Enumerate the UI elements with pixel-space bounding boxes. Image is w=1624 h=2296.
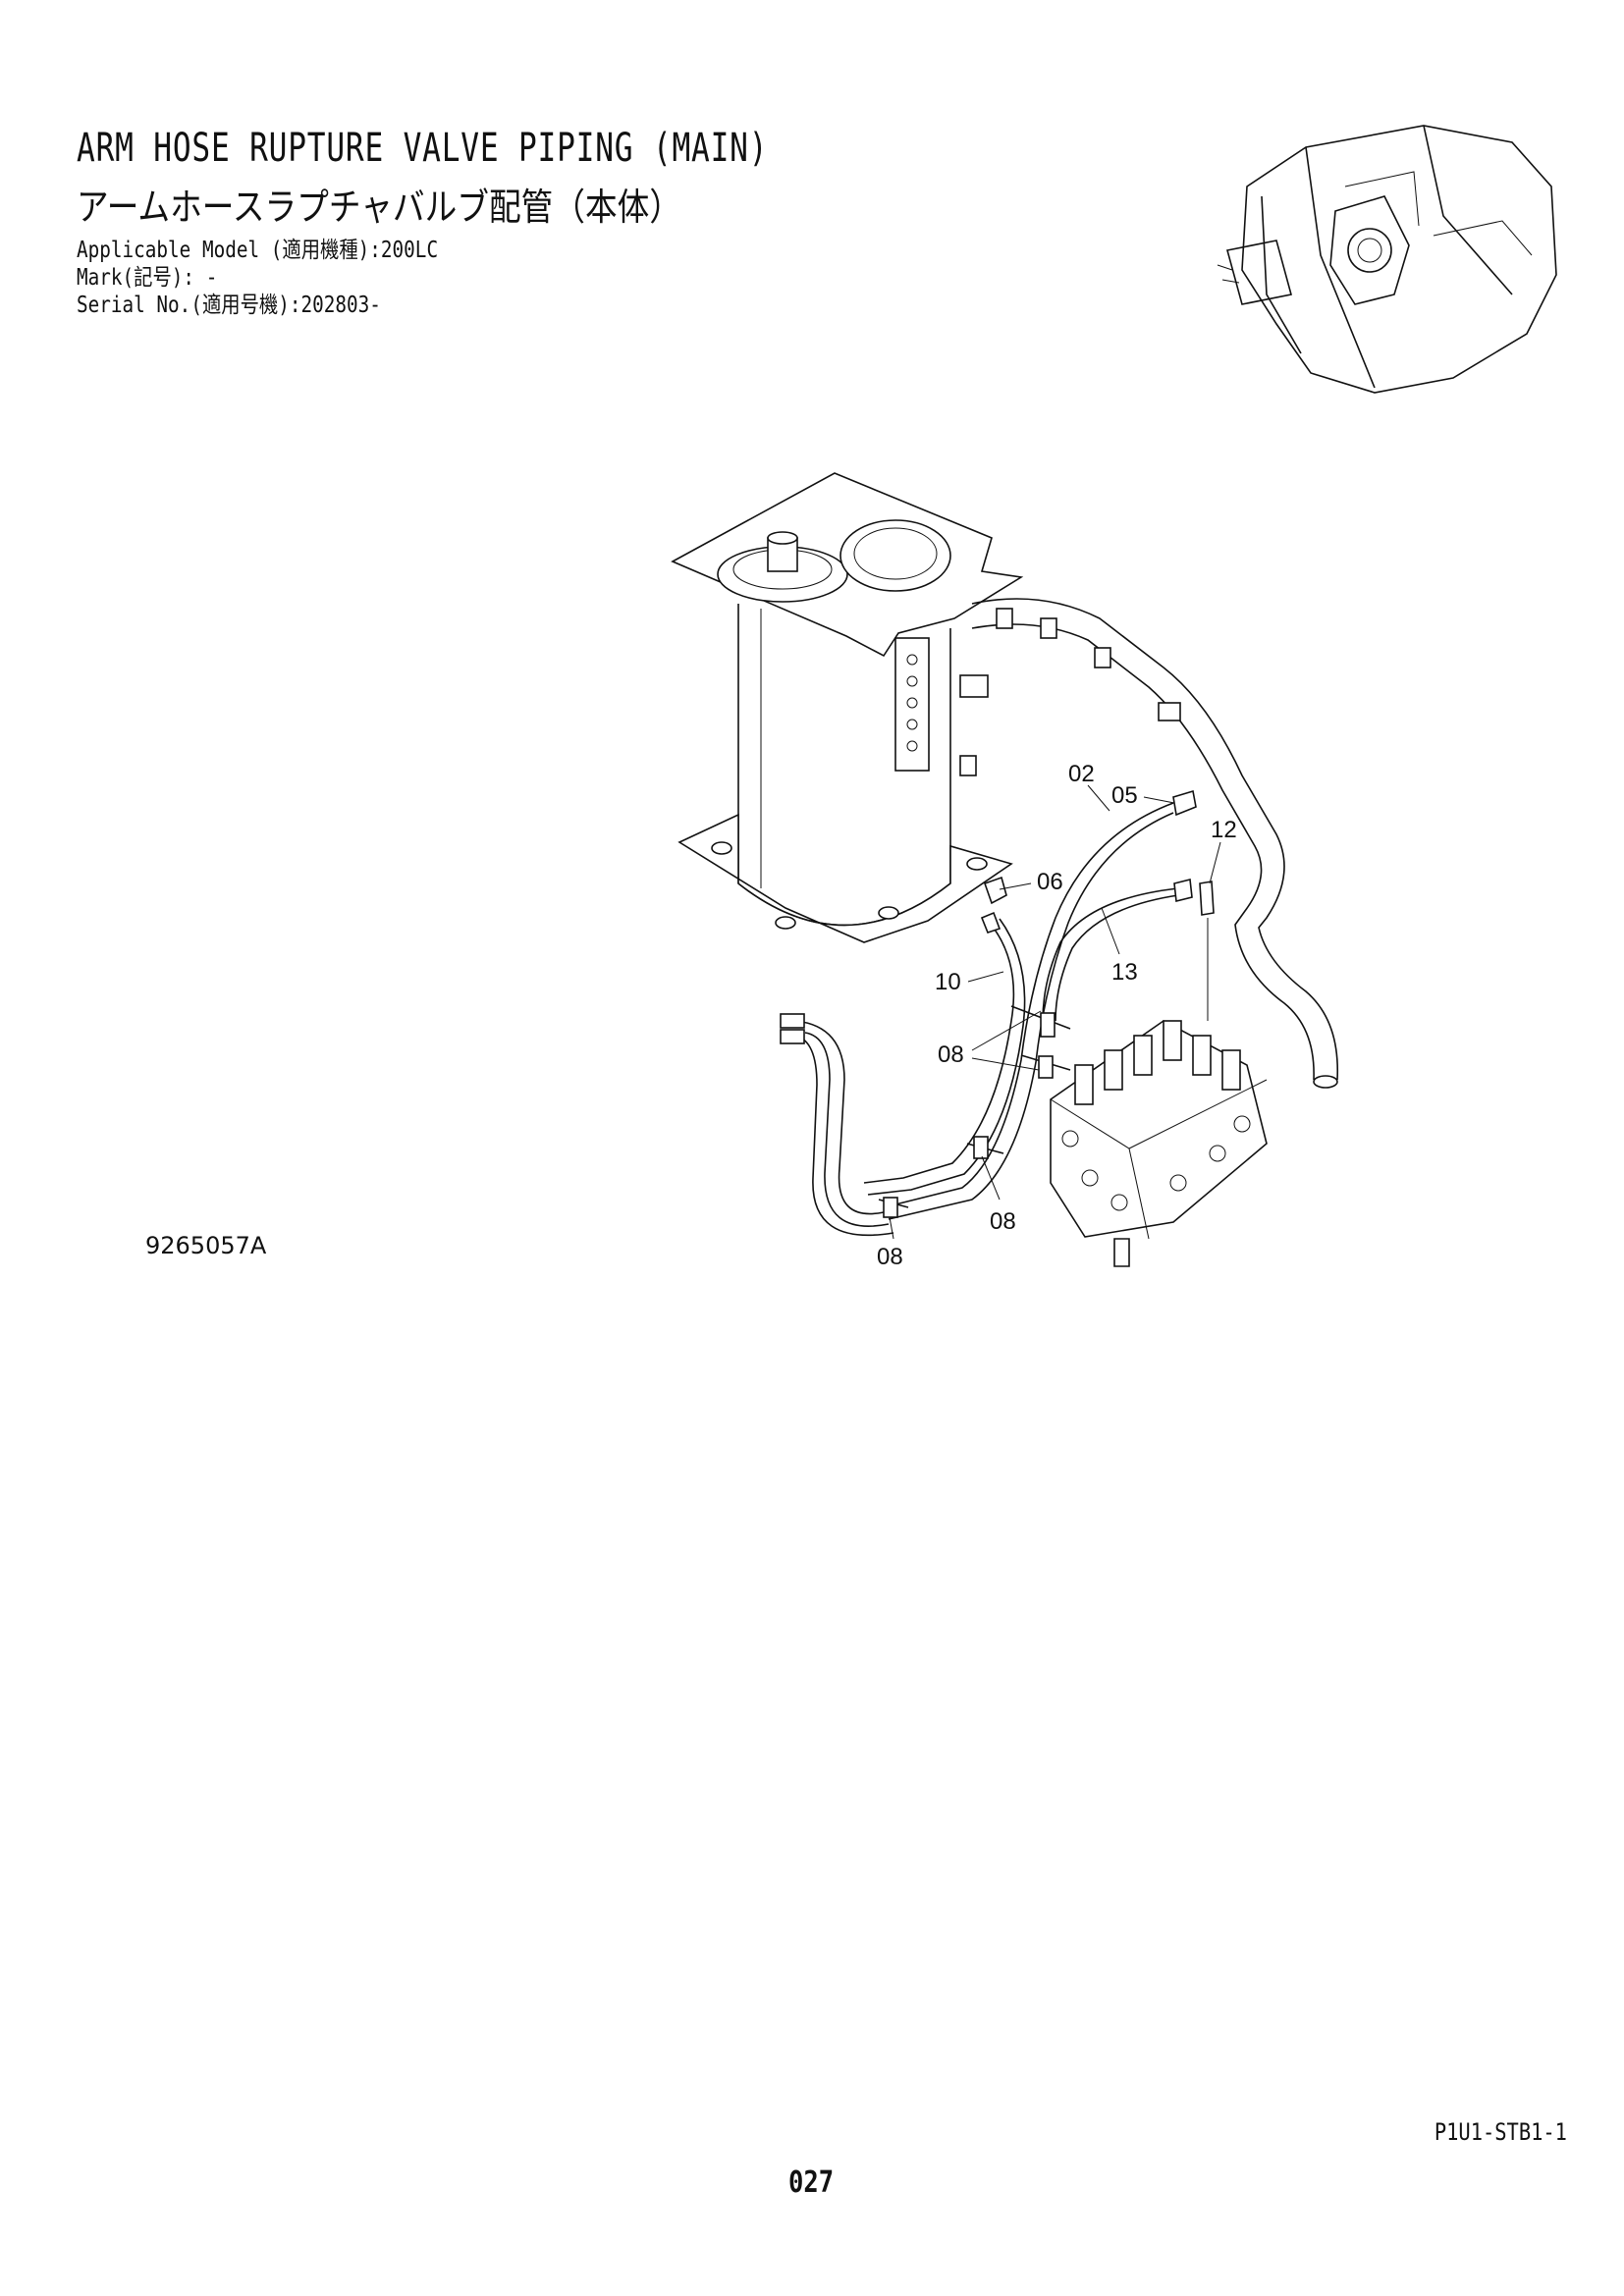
callout-08-right: 08 [990,1208,1016,1235]
title-english: ARM HOSE RUPTURE VALVE PIPING (MAIN) [77,126,769,171]
callout-05: 05 [1111,782,1138,809]
return-pipe [971,598,1339,1089]
hoses [780,789,1215,1237]
locator-thumbnail [1217,125,1557,394]
mark-field: Mark(記号): - [77,265,218,291]
callout-13: 13 [1111,959,1138,986]
callout-12: 12 [1211,817,1237,843]
control-valve [1050,918,1268,1267]
callout-08-upper: 08 [938,1041,964,1068]
callout-02: 02 [1068,761,1095,787]
title-japanese: アームホースラプチャバルブ配管（本体） [77,186,682,229]
callout-06: 06 [1037,869,1063,895]
callouts: 02 05 12 06 13 10 08 08 08 [877,761,1237,1270]
applicable-model: Applicable Model (適用機種):200LC [77,238,439,263]
leader-lines [889,784,1221,1240]
page-number: 027 [788,2165,835,2200]
figure-code: 9265057A [145,1232,267,1259]
callout-10: 10 [935,969,961,995]
serial-number: Serial No.(適用号機):202803- [77,293,381,318]
callout-08-lower: 08 [877,1244,903,1270]
hydraulic-tank [671,472,1024,943]
page-code: P1U1-STB1-1 [1434,2118,1567,2146]
